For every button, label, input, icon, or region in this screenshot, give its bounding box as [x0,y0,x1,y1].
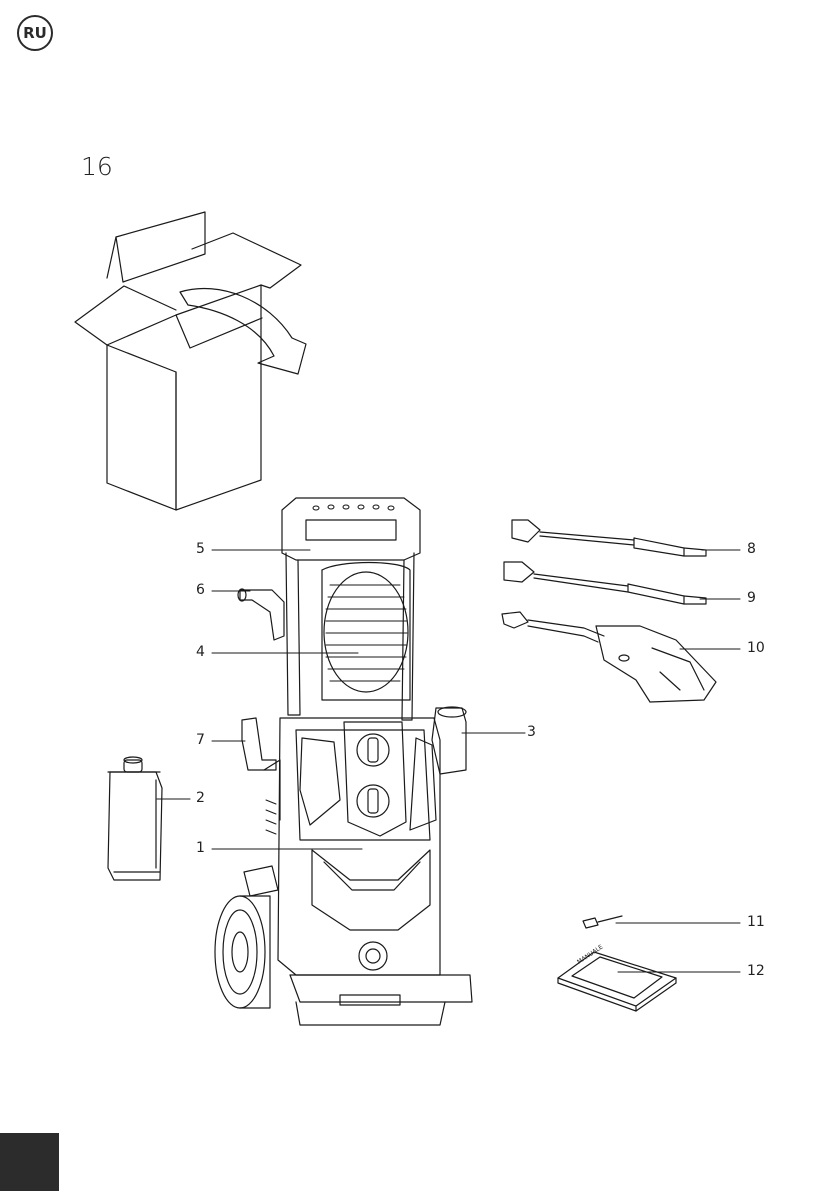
callout-2: 2 [196,790,205,806]
callout-6: 6 [196,582,205,598]
callout-12: 12 [747,963,765,979]
spray-lance-8 [512,520,706,556]
callout-3: 3 [527,724,536,740]
callout-9: 9 [747,590,756,606]
callout-10: 10 [747,640,765,656]
callout-1: 1 [196,840,205,856]
detergent-tank [108,757,162,880]
spray-gun [502,612,716,702]
callout-7: 7 [196,732,205,748]
open-box-icon [75,212,306,510]
callout-lines [157,550,740,972]
callout-8: 8 [747,541,756,557]
page-footer-block [0,1133,59,1191]
callout-5: 5 [196,541,205,557]
spray-lance-9 [504,562,706,604]
callout-4: 4 [196,644,205,660]
cleaning-needle [583,916,622,928]
callout-11: 11 [747,914,765,930]
pressure-washer-unit [215,498,472,1025]
